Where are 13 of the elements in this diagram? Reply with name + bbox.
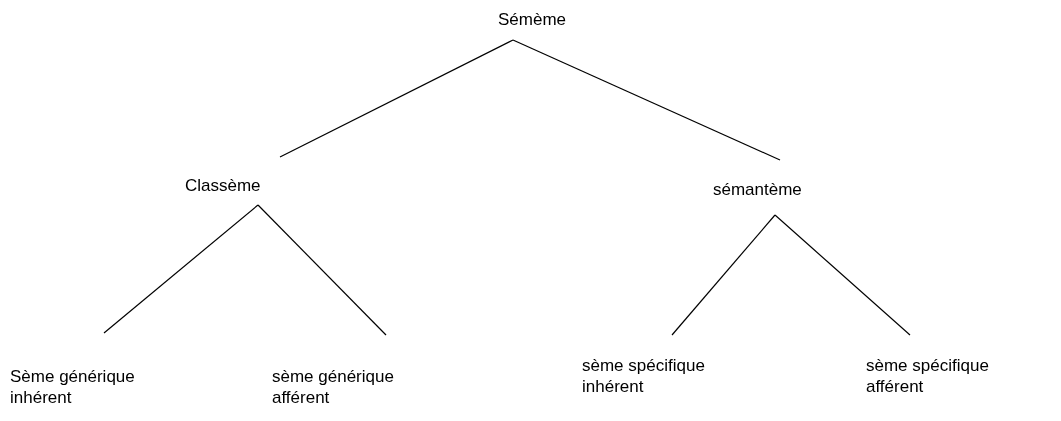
node-label: sème générique afférent [272, 366, 395, 408]
connector-line [279, 39, 514, 158]
connector-line [103, 204, 259, 334]
connector-line [257, 204, 387, 336]
node-label: sémantème [713, 179, 802, 200]
connector-line [671, 214, 776, 336]
node-label: sème spécifique inhérent [582, 355, 706, 397]
node-label: Classème [185, 175, 261, 196]
node-label: Sémème [498, 9, 567, 30]
connector-line [512, 39, 781, 161]
node-label: sème spécifique afférent [866, 355, 990, 397]
connector-line [774, 214, 911, 336]
node-label: Sème générique inhérent [10, 366, 136, 408]
